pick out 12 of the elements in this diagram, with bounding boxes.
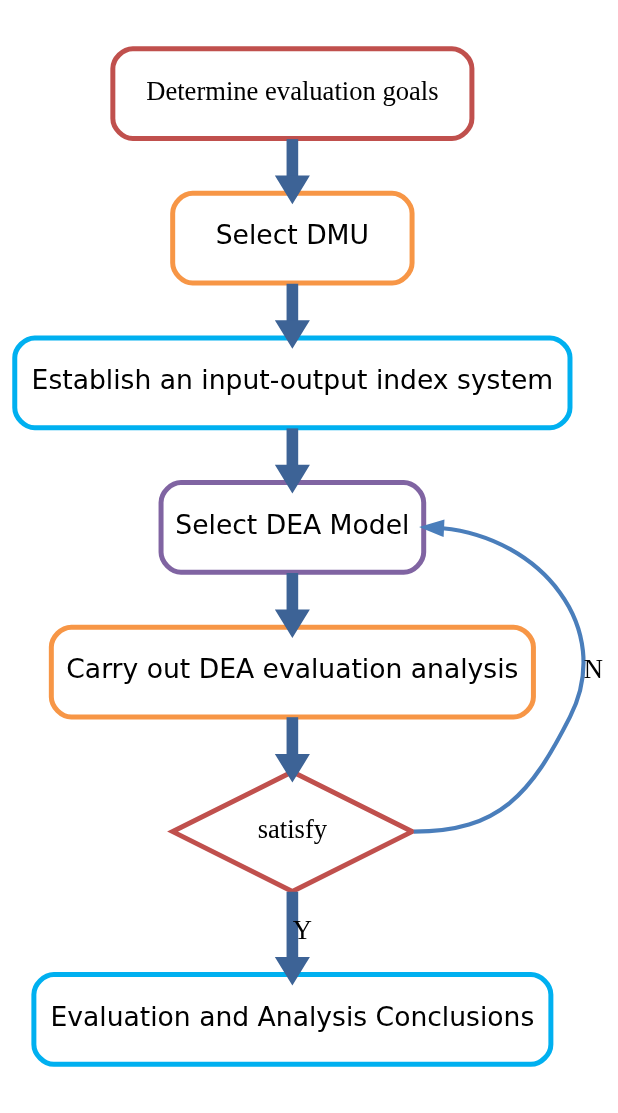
node-box: Determine evaluation goals <box>110 46 475 141</box>
node-box: Select DMU <box>170 190 415 286</box>
arrow <box>413 519 586 834</box>
arrow <box>274 573 310 639</box>
arrow <box>274 139 310 205</box>
arrow <box>274 428 310 494</box>
arrow <box>274 717 310 783</box>
node-box: Evaluation and Analysis Conclusions <box>31 972 554 1067</box>
node-box: Establish an input-output index system <box>12 335 573 431</box>
node-box: Select DEA Model <box>158 480 427 575</box>
arrow <box>274 283 310 349</box>
node-box: Carry out DEA evaluation analysis <box>48 624 536 720</box>
